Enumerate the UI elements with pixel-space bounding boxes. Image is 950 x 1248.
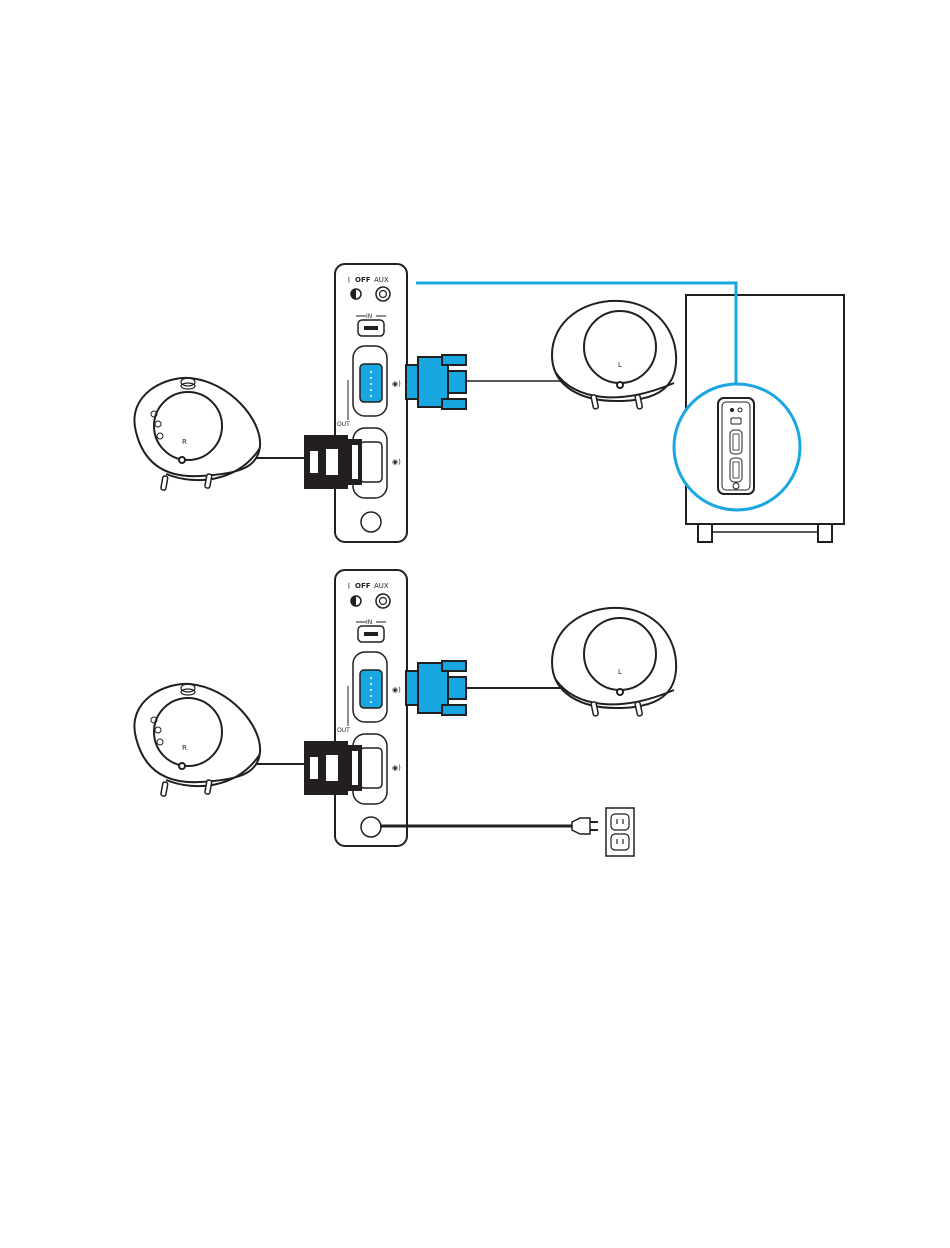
bluetooth-icon: ᛒ	[347, 582, 351, 590]
out-label: OUT	[337, 727, 350, 734]
diagram-bottom: ᛒ OFF AUX IN ◉) ◉) OUT	[134, 570, 676, 856]
sound-wave-icon: ◉)	[392, 686, 401, 694]
black-plug-right	[304, 435, 362, 489]
control-panel-top: ᛒ OFF AUX IN ◉) ◉) OUT	[335, 264, 407, 542]
bt-off-label: OFF	[355, 582, 371, 590]
control-panel-bottom: ᛒ OFF AUX IN ◉) ◉) OUT	[335, 570, 407, 846]
power-outlet-icon	[606, 808, 634, 856]
sound-wave-icon: ◉)	[392, 380, 401, 388]
aux-jack[interactable]	[376, 594, 390, 608]
speaker-right: R	[134, 378, 260, 491]
sound-wave-icon: ◉)	[392, 458, 401, 466]
blue-plug-left	[406, 355, 466, 409]
power-port[interactable]	[361, 512, 381, 532]
diagram-top: ᛒ OFF AUX IN ◉) ◉) OUT	[134, 264, 844, 542]
bluetooth-icon: ᛒ	[347, 276, 351, 284]
in-label: IN	[366, 313, 372, 320]
speaker-right: R	[134, 684, 260, 797]
aux-jack[interactable]	[376, 287, 390, 301]
svg-text:L: L	[618, 361, 622, 369]
speaker-left: L	[552, 608, 676, 716]
bt-off-label: OFF	[355, 276, 371, 284]
in-label: IN	[366, 619, 372, 626]
out-label: OUT	[337, 421, 350, 428]
svg-text:R: R	[182, 438, 187, 446]
aux-label: AUX	[374, 582, 389, 590]
black-plug-right	[304, 741, 362, 795]
aux-label: AUX	[374, 276, 389, 284]
blue-plug-left	[406, 661, 466, 715]
power-port[interactable]	[361, 817, 381, 837]
power-plug-icon	[572, 818, 598, 834]
sound-wave-icon: ◉)	[392, 764, 401, 772]
subwoofer-panel-detail	[718, 398, 754, 494]
speaker-left: L	[552, 301, 676, 409]
svg-text:L: L	[618, 668, 622, 676]
svg-text:R: R	[182, 744, 187, 752]
